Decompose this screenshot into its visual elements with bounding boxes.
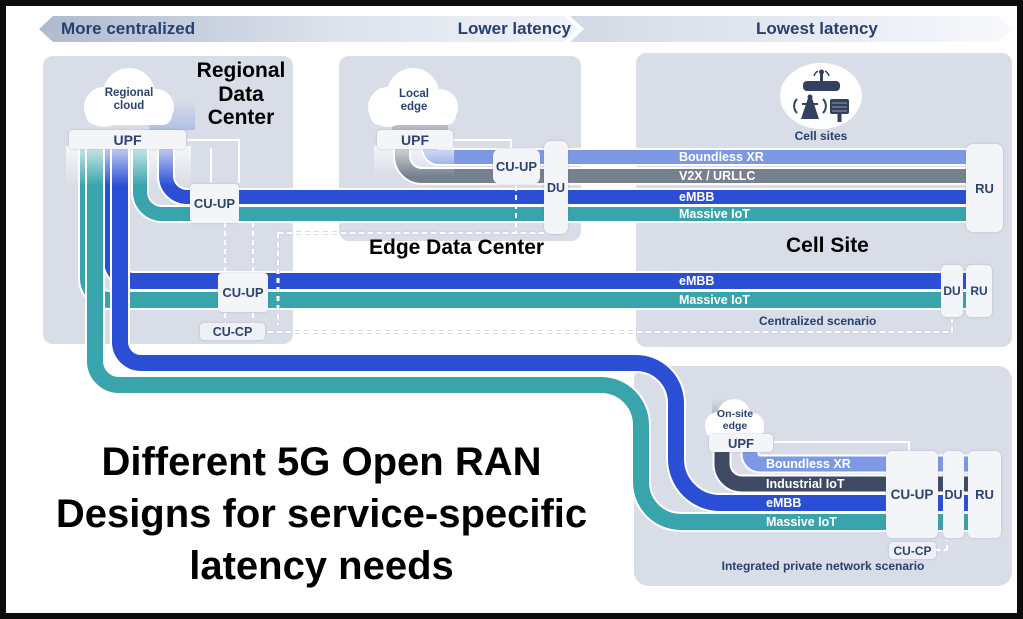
du-box-cellsite-2: DU — [941, 265, 963, 317]
cuup-box-regional-1: CU-UP — [190, 184, 239, 223]
upf3-cuup3-connector — [774, 441, 910, 455]
cucp3-du3-dashed-link — [935, 540, 948, 551]
headline-line-3: latency needs — [189, 544, 454, 588]
band-label-embb-3: eMBB — [766, 496, 802, 510]
edge-dc-title: Edge Data Center — [369, 236, 545, 259]
upf1-cuup1-connector — [187, 139, 240, 183]
band-label-industrial-iot: Industrial IoT — [766, 477, 845, 491]
cell-sites-label: Cell sites — [794, 129, 848, 143]
regional-dc-title: Regional Data Center — [196, 59, 286, 129]
du-box-edge: DU — [544, 141, 568, 234]
band-label-boundless-xr-3: Boundless XR — [766, 457, 851, 471]
regional-cloud-shape — [84, 68, 174, 127]
cucp-box-onsite: CU-CP — [889, 542, 936, 559]
diagram-canvas — [39, 16, 1013, 551]
upf1-fade — [66, 146, 191, 186]
banner-arrow-left — [39, 16, 578, 42]
ru-box-cellsite-1: RU — [966, 144, 1003, 232]
upf2-cuup-connector — [452, 139, 512, 148]
massive-iot-pipe-s3 — [87, 146, 984, 530]
upf-box-onsite: UPF — [709, 434, 773, 452]
ru-box-onsite: RU — [968, 451, 1001, 538]
cuup-box-edge: CU-UP — [493, 149, 540, 184]
headline-line-1: Different 5G Open RAN — [101, 440, 542, 484]
banner-label-more-centralized: More centralized — [61, 19, 196, 38]
upf2-fade — [374, 146, 454, 176]
cuup-box-regional-2: CU-UP — [218, 273, 268, 312]
banner-label-lower-latency: Lower latency — [457, 19, 571, 38]
band-label-embb-2: eMBB — [679, 274, 715, 288]
cuup-box-onsite: CU-UP — [886, 451, 938, 538]
band-label-massive-iot-2: Massive IoT — [679, 293, 750, 307]
banner-label-lowest-latency: Lowest latency — [756, 19, 878, 38]
upf-box-local-edge: UPF — [377, 130, 453, 149]
onsite-edge-cloud-shape — [705, 399, 764, 438]
du-box-onsite: DU — [943, 451, 964, 538]
headline: Different 5G Open RAN Designs for servic… — [14, 436, 629, 592]
band-label-massive-iot-3: Massive IoT — [766, 515, 837, 529]
banner-arrow-right — [570, 16, 1013, 42]
cucp-box-regional: CU-CP — [200, 323, 265, 340]
industrial-iot-pipe — [714, 452, 984, 492]
headline-line-2: Designs for service-specific — [55, 492, 588, 536]
massive-iot-pipe-s1 — [133, 146, 984, 221]
centralized-scenario-caption: Centralized scenario — [759, 314, 877, 328]
cell-sites-icon — [793, 69, 849, 122]
private-network-scenario-caption: Integrated private network scenario — [721, 559, 925, 573]
band-label-boundless-xr-1: Boundless XR — [679, 150, 764, 164]
band-label-massive-iot-1: Massive IoT — [679, 207, 750, 221]
cucp-du-edge-dashed-link — [268, 319, 953, 333]
edge-dc-dashed-link — [277, 186, 558, 325]
upf-box-regional: UPF — [69, 130, 186, 149]
band-label-embb-1: eMBB — [679, 190, 715, 204]
cell-site-title: Cell Site — [786, 234, 869, 257]
embb-pipe-s3 — [112, 146, 984, 511]
ru-box-cellsite-2: RU — [966, 265, 992, 317]
local-edge-cloud-shape — [368, 68, 458, 127]
band-label-v2x-urllc: V2X / URLLC — [679, 169, 756, 183]
boundless-xr-pipe-s3 — [742, 452, 984, 472]
